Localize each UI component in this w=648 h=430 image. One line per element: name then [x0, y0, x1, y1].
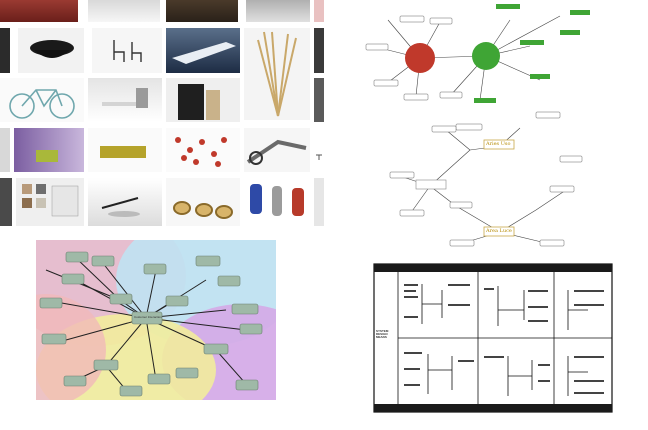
mind-map-labels: Aries Uso Area Luce — [360, 0, 632, 255]
purple-room-photo[interactable] — [14, 128, 84, 172]
cabinet-photo[interactable] — [166, 78, 240, 122]
edge-photo-6[interactable] — [314, 150, 324, 160]
mind-root-label-2: Area Luce — [486, 228, 512, 234]
mind-sub-node — [415, 179, 447, 190]
small-mark-icon — [316, 154, 322, 160]
edge-photo-3[interactable] — [314, 28, 324, 73]
green-chair-icon — [36, 150, 58, 162]
tiles-photo[interactable] — [16, 178, 84, 226]
bike-handle-photo[interactable] — [244, 128, 310, 172]
dark-bench-photo[interactable] — [166, 0, 238, 22]
black-bowl-icon — [30, 40, 74, 58]
desk-lamp-icon — [101, 197, 140, 217]
mind-root-label-1: Aries Uso — [486, 141, 511, 147]
speedboat-icon — [172, 42, 236, 64]
tile-samples-icon — [22, 184, 79, 217]
chairs-photo[interactable] — [92, 28, 162, 73]
mind-node-green — [472, 42, 500, 70]
wooden-sticks-icon — [257, 31, 297, 117]
bicycle-photo[interactable] — [0, 78, 84, 122]
edge-photo-8[interactable] — [314, 178, 324, 226]
mind-root-node-1 — [483, 139, 515, 150]
mind-node-red — [405, 43, 435, 73]
white-table-photo[interactable] — [88, 0, 160, 22]
wooden-sticks-photo[interactable] — [244, 28, 310, 120]
red-dots-photo[interactable] — [166, 128, 240, 172]
edge-photo-7[interactable] — [0, 178, 12, 226]
lamp-photo[interactable] — [88, 178, 162, 226]
green-sideboard-photo[interactable] — [88, 128, 162, 172]
office-photo[interactable] — [88, 78, 162, 122]
usb-keys-photo[interactable] — [244, 178, 310, 226]
mind-root-node-2 — [483, 226, 515, 237]
bicycle-icon — [9, 89, 75, 119]
system-side-label: SYSTEM DESIGN MEANS — [376, 329, 389, 339]
black-bowl-photo[interactable] — [18, 28, 84, 73]
mind-map-top: Aries Uso Area Luce — [360, 0, 632, 255]
product-photo-grid — [0, 0, 324, 228]
system-diagram-labels: SYSTEM DESIGN MEANS — [368, 260, 618, 415]
red-dots-icon — [175, 137, 227, 167]
concept-map-graphic — [36, 240, 276, 400]
tape-rolls-icon — [173, 201, 233, 219]
usb-keys-icon — [250, 184, 304, 216]
edge-photo-4[interactable] — [314, 78, 324, 122]
tape-rolls-photo[interactable] — [166, 178, 240, 226]
concept-map: Customer Interaction — [36, 240, 276, 400]
cabinet-icon — [178, 84, 220, 120]
edge-photo-5[interactable] — [0, 128, 10, 172]
bike-handle-icon — [246, 139, 307, 165]
grey-interior-photo[interactable] — [246, 0, 310, 22]
sideboard-icon — [100, 146, 146, 158]
system-design-diagram: SYSTEM DESIGN MEANS — [368, 260, 618, 415]
edge-photo-1[interactable] — [314, 0, 324, 22]
edge-photo-2[interactable] — [0, 28, 10, 73]
speedboat-photo[interactable] — [166, 28, 240, 73]
office-desk-icon — [102, 88, 148, 108]
system-diagram-graphic — [373, 263, 613, 413]
concept-center-label: Customer Interaction — [134, 315, 162, 319]
concept-map-labels: Customer Interaction — [36, 240, 276, 400]
red-sofa-photo[interactable] — [0, 0, 78, 22]
chairs-icon — [113, 40, 142, 62]
mind-map-graphic — [365, 4, 590, 247]
